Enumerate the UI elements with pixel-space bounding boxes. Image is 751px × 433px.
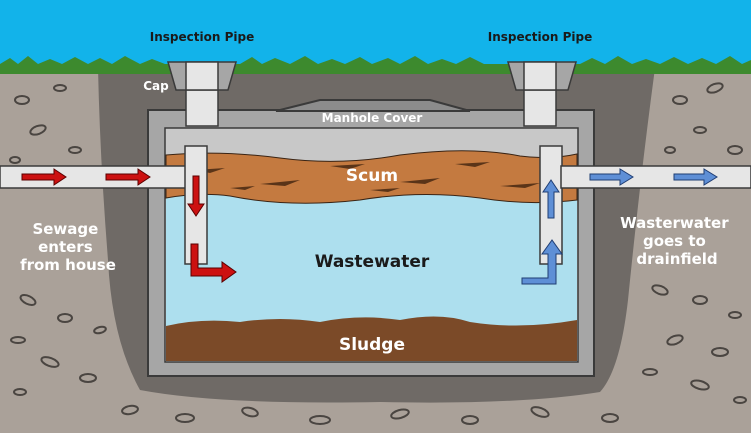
cap-label: Cap: [143, 79, 169, 93]
arrow-bend-up-icon: [521, 239, 563, 285]
wastewater-out-label: Wasterwater goes to drainfield: [620, 214, 734, 268]
manhole-cover-label: Manhole Cover: [322, 111, 423, 125]
arrow-right-icon: [589, 168, 634, 186]
inspection-pipe-right-top: [523, 61, 557, 91]
wastewater-out-line-3: drainfield: [636, 250, 717, 268]
sewage-in-line-3: from house: [20, 256, 116, 274]
arrow-up-icon: [542, 179, 560, 219]
inspection-pipe-right-label: Inspection Pipe: [488, 30, 592, 44]
sludge-label: Sludge: [339, 335, 405, 355]
sewage-in-line-1: Sewage: [32, 220, 98, 238]
scum-label: Scum: [346, 166, 398, 186]
inflow-arrows: [21, 168, 237, 283]
sewage-in-line-2: enters: [38, 238, 93, 256]
outflow-arrows: [521, 168, 718, 285]
wastewater-out-line-2: goes to: [643, 232, 706, 250]
wastewater-label: Wastewater: [315, 252, 430, 272]
soil-pebbles: [9, 82, 747, 425]
arrow-down-icon: [187, 175, 205, 217]
scum-texture: [195, 162, 540, 192]
sludge-layer: [166, 316, 577, 361]
arrow-right-icon: [105, 168, 151, 186]
sky: [0, 0, 751, 68]
manhole-cover: [275, 99, 471, 112]
arrow-bend-right-icon: [190, 243, 237, 283]
arrow-right-icon: [21, 168, 67, 186]
inspection-pipe-left-top: [185, 61, 219, 91]
sewage-in-label: Sewage enters from house: [20, 220, 116, 274]
wastewater-out-line-1: Wasterwater: [620, 214, 729, 232]
arrow-right-icon: [673, 168, 718, 186]
inspection-pipe-left-label: Inspection Pipe: [150, 30, 254, 44]
